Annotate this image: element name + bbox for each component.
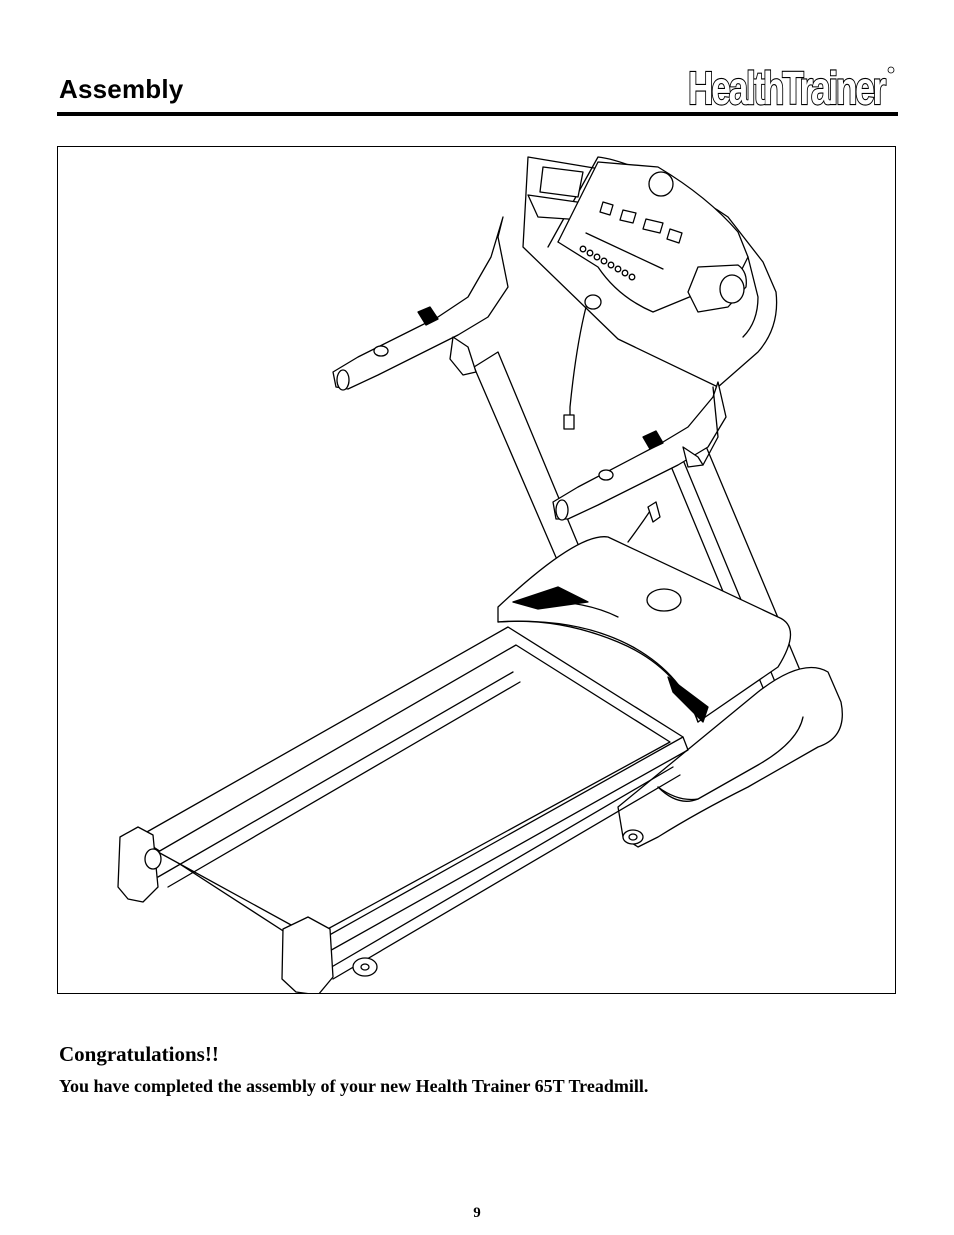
- figure-frame: [57, 146, 896, 994]
- treadmill-illustration-icon: [117, 156, 843, 993]
- brand-logo: HealthTrainer HealthTrainer: [686, 58, 896, 115]
- brand-logo-text-inner: HealthTrainer: [688, 62, 886, 110]
- header-rule: [57, 112, 898, 116]
- brand-logo-text: HealthTrainer: [688, 62, 886, 110]
- section-title: Assembly: [59, 74, 184, 104]
- registered-mark: [887, 66, 895, 74]
- page-number: 9: [473, 1205, 481, 1221]
- completion-text: You have completed the assembly of your …: [59, 1076, 649, 1096]
- brand-logo-graphic: HealthTrainer HealthTrainer: [687, 61, 895, 115]
- congratulations-heading: Congratulations!!: [59, 1042, 219, 1066]
